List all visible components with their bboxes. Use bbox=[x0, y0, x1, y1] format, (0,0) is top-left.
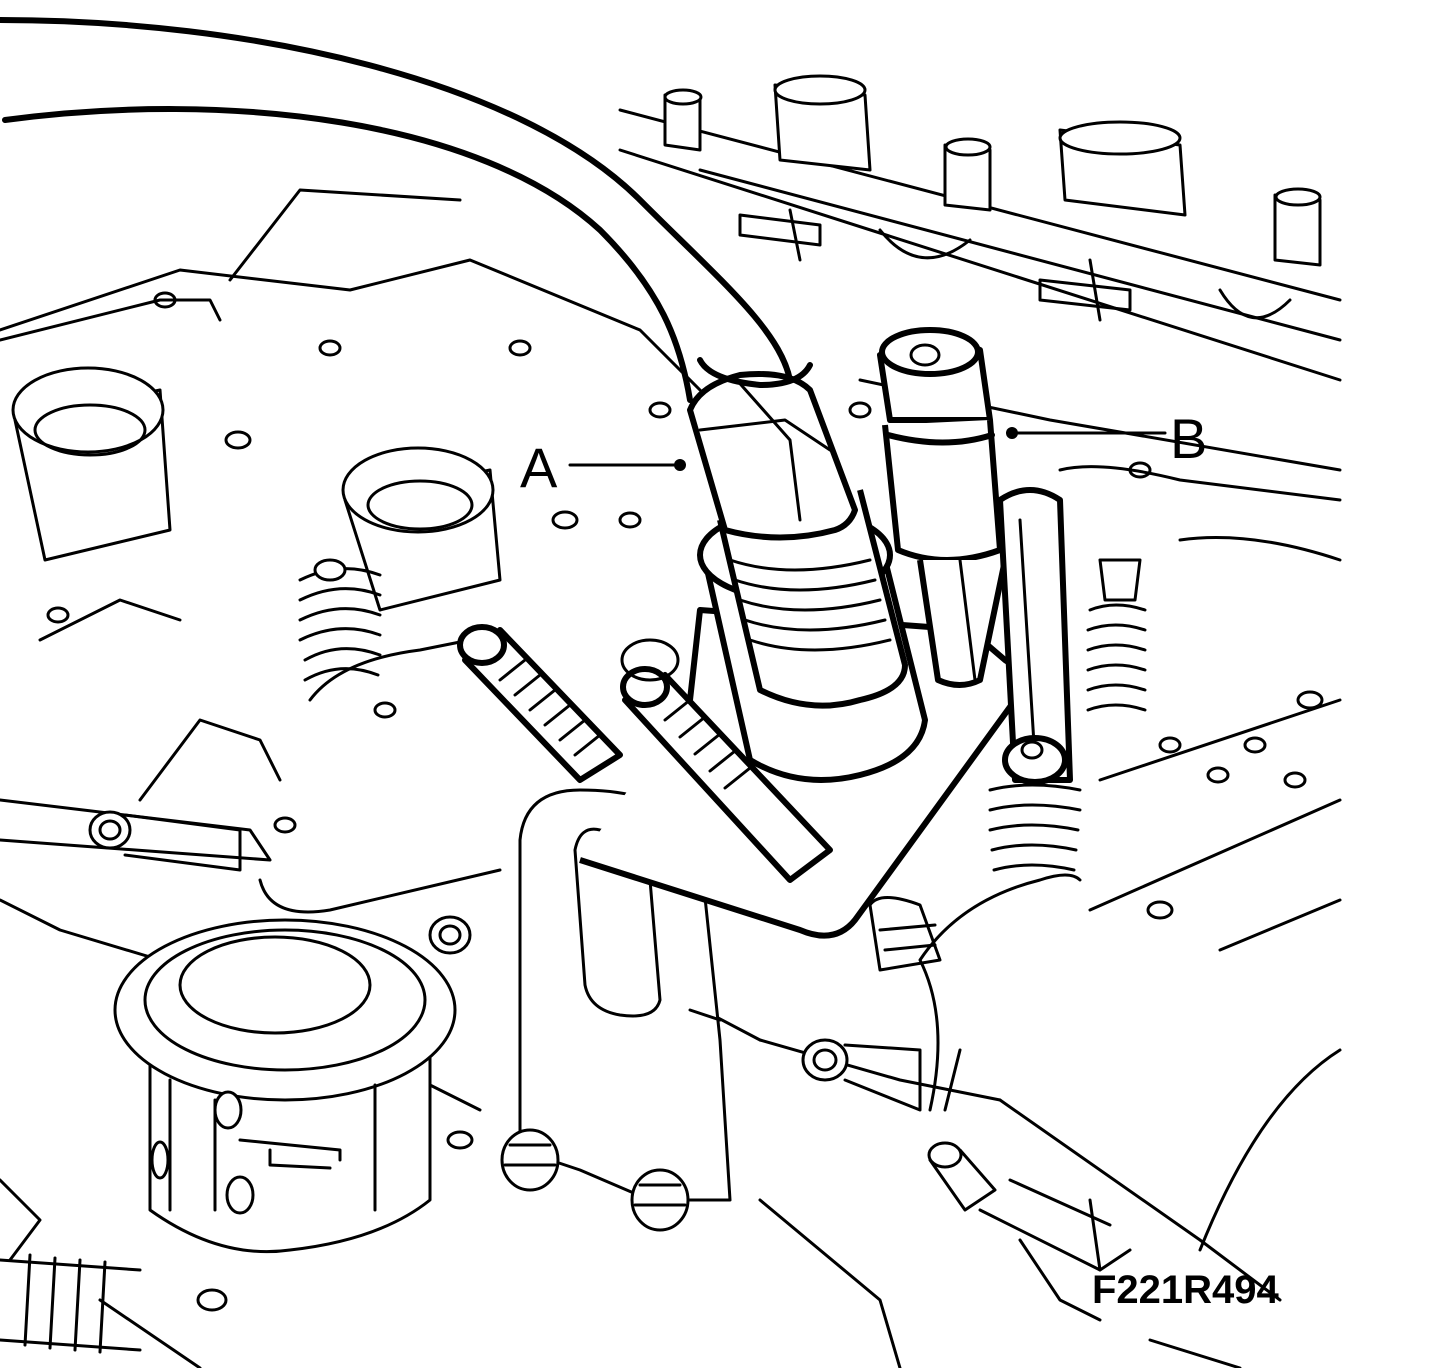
spark-plug-well-center bbox=[341, 446, 502, 612]
threaded-stud-right bbox=[620, 638, 833, 883]
camshaft-assembly bbox=[618, 74, 1342, 382]
leader-line-a bbox=[568, 459, 686, 471]
callout-label-a: A bbox=[520, 436, 558, 499]
tool-b-pin bbox=[877, 327, 1073, 785]
threaded-stud-left bbox=[457, 624, 623, 783]
sensor-connector bbox=[927, 1141, 1132, 1322]
corrugated-hose bbox=[0, 1178, 142, 1354]
hose-lines bbox=[0, 17, 793, 403]
callout-label-b: B bbox=[1170, 407, 1207, 470]
valve-spring-right bbox=[1086, 558, 1147, 712]
head-bolts bbox=[46, 291, 1324, 1312]
valve-spring-left bbox=[298, 558, 382, 682]
oil-filler-cap bbox=[113, 918, 457, 1254]
spark-plug-well-left bbox=[11, 366, 172, 562]
valve-spring-lower bbox=[988, 783, 1082, 872]
rocker-rollers bbox=[88, 810, 942, 1112]
figure-code: F221R494 bbox=[1092, 1268, 1280, 1312]
leader-line-b bbox=[1006, 427, 1167, 439]
cover-edge bbox=[918, 873, 1082, 1112]
tool-a-adapter bbox=[687, 357, 928, 783]
